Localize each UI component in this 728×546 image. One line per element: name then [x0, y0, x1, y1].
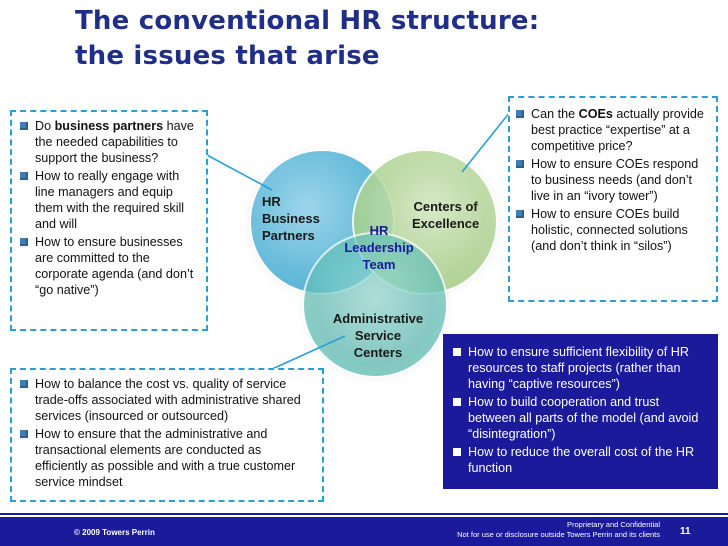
admin-services-issues-callout: How to balance the cost vs. quality of s…	[10, 368, 324, 502]
connector-line-admin	[269, 335, 346, 371]
connector-line-coe	[461, 111, 511, 173]
business-partners-issues-list: Do business partners have the needed cap…	[18, 118, 200, 298]
list-item: How to ensure sufficient flexibility of …	[451, 344, 710, 392]
admin-services-issues-list: How to balance the cost vs. quality of s…	[18, 376, 316, 490]
footer-confidential-line-1: Proprietary and Confidential	[567, 520, 660, 529]
list-item: How to balance the cost vs. quality of s…	[18, 376, 316, 424]
coe-issues-list: Can the COEs actually provide best pract…	[514, 106, 710, 254]
centers-of-excellence-label: Centers of Excellence	[412, 199, 480, 231]
list-item: How to ensure COEs respond to business n…	[514, 156, 710, 204]
footer-copyright: © 2009 Towers Perrin	[74, 528, 155, 537]
page-number: 11	[680, 526, 691, 537]
model-wide-issues-list: How to ensure sufficient flexibility of …	[451, 344, 710, 476]
model-wide-issues-box: How to ensure sufficient flexibility of …	[443, 334, 718, 489]
list-item: How to really engage with line managers …	[18, 168, 200, 232]
business-partners-label: HR Business Partners	[262, 194, 320, 243]
hr-leadership-team-label: HR Leadership Team	[344, 223, 414, 272]
business-partners-issues-callout: Do business partners have the needed cap…	[10, 110, 208, 331]
administrative-service-centers-label: Administrative Service Centers	[332, 311, 424, 360]
list-item: How to reduce the overall cost of the HR…	[451, 444, 710, 476]
connector-line-bp	[206, 154, 273, 191]
list-item: How to ensure businesses are committed t…	[18, 234, 200, 298]
footer-divider	[0, 513, 728, 515]
admin-service-centers-circle	[302, 232, 448, 378]
footer-bar: © 2009 Towers Perrin Proprietary and Con…	[0, 517, 728, 546]
list-item: Do business partners have the needed cap…	[18, 118, 200, 166]
list-item: Can the COEs actually provide best pract…	[514, 106, 710, 154]
list-item: How to ensure that the administrative an…	[18, 426, 316, 490]
page-title-line-2: the issues that arise	[75, 41, 380, 71]
footer-confidential-line-2: Not for use or disclosure outside Towers…	[457, 530, 660, 539]
list-item: How to build cooperation and trust betwe…	[451, 394, 710, 442]
list-item: How to ensure COEs build holistic, conne…	[514, 206, 710, 254]
coe-issues-callout: Can the COEs actually provide best pract…	[508, 96, 718, 302]
page-title-line-1: The conventional HR structure:	[75, 6, 540, 36]
